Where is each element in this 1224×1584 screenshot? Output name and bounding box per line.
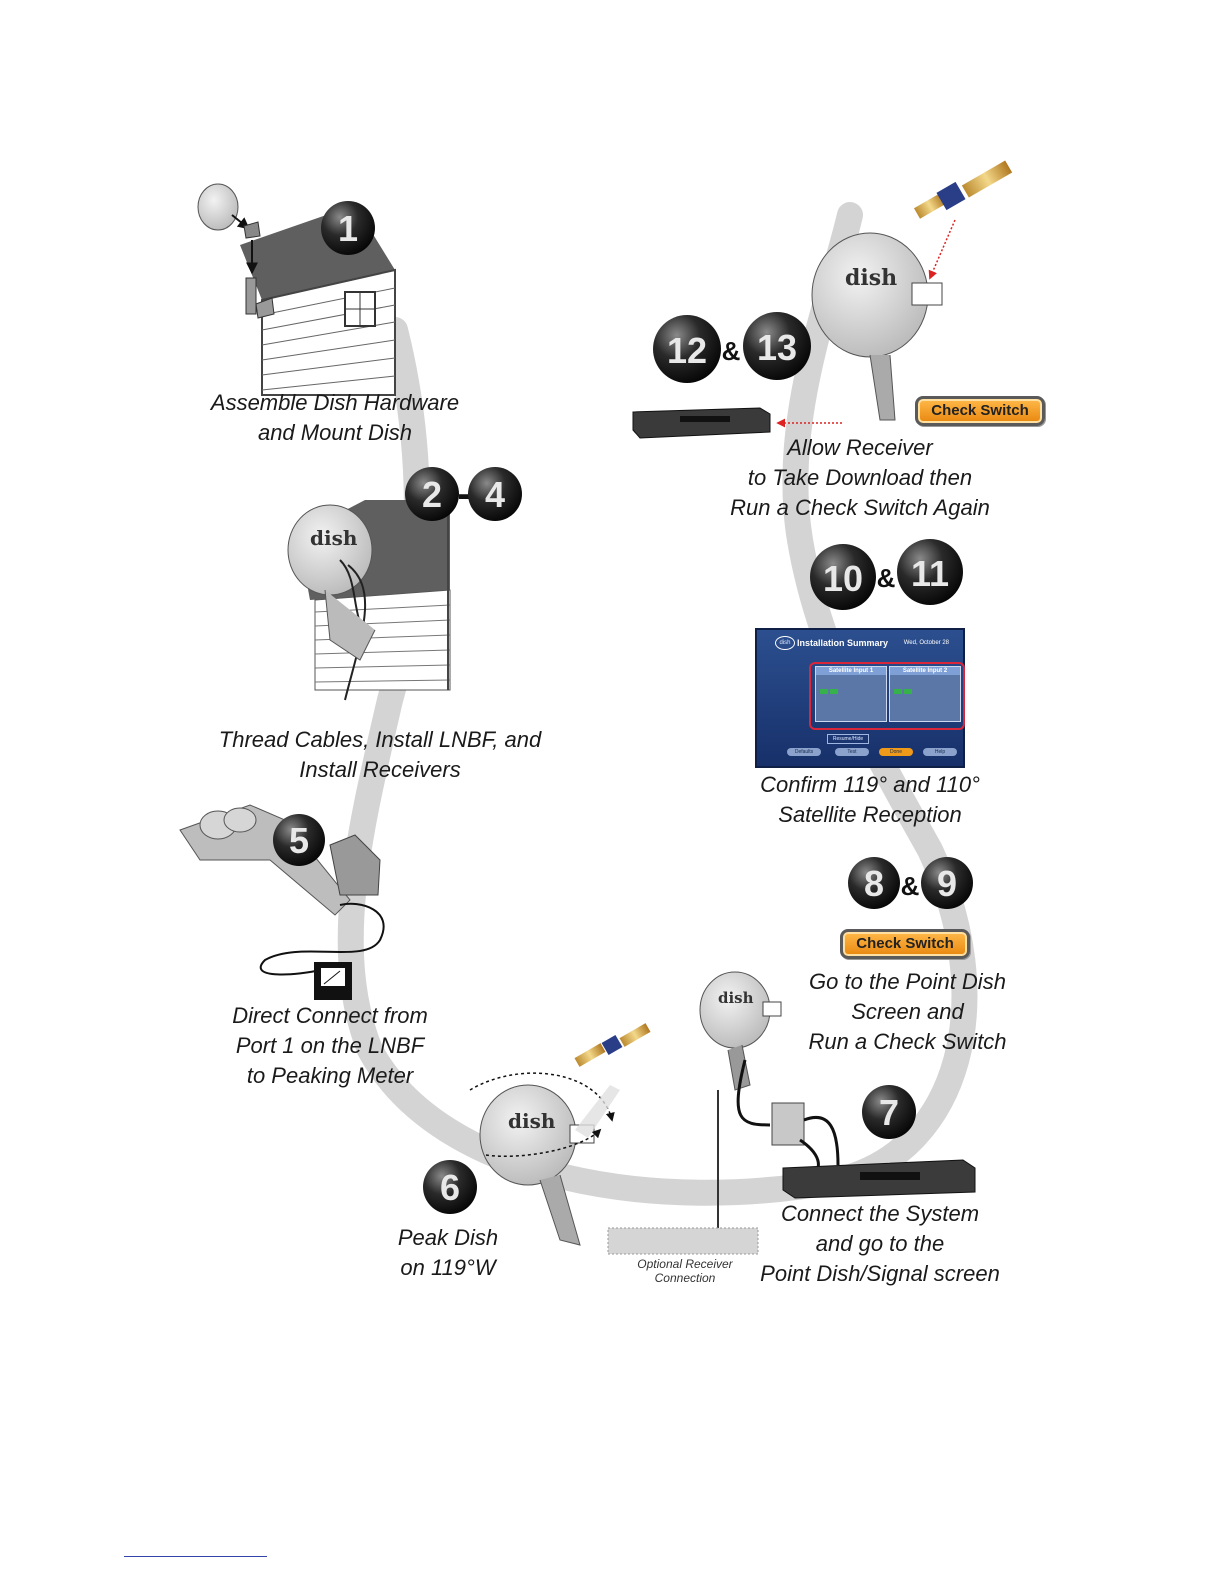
svg-text:5: 5 [289,820,309,861]
caption-step10-11: Confirm 119° and 110°Satellite Reception [760,772,980,827]
step-badge-7: 7 [862,1085,916,1139]
receiver12 [632,407,771,439]
svg-text:dish: dish [845,265,897,291]
step-badge-5: 5 [273,814,325,866]
highlight-box [809,662,965,730]
svg-text:-: - [457,472,470,516]
svg-text:&: & [722,336,741,366]
step6-dish-illustration: dish [469,1023,651,1246]
svg-text:&: & [877,563,896,593]
dish12 [811,232,929,358]
check-switch-button-top[interactable]: Check Switch [915,396,1045,426]
svg-text:dish: dish [508,1109,556,1133]
check-switch-button-mid[interactable]: Check Switch [840,929,970,959]
satellite-input-2-table: Satellite Input 2 [889,666,961,722]
satellite-large [914,160,1013,219]
svg-text:10: 10 [823,558,863,599]
optional-receiver [607,1227,759,1255]
splitter [771,1102,805,1146]
dish7 [699,971,771,1049]
svg-text:&: & [901,871,920,901]
summary-button-test[interactable]: Test [835,748,869,756]
badge-1-num: 1 [338,208,358,249]
svg-text:4: 4 [485,474,505,515]
svg-text:6: 6 [440,1167,460,1208]
step-badge-8-9: 8 & 9 [848,857,973,909]
step5-meter-illustration [179,804,385,1000]
step-badge-2-4: 2 - 4 [405,467,522,521]
summary-date: Wed, October 28 [903,640,949,646]
step-badge-1: 1 [321,201,375,255]
installation-summary-screen: dish Installation Summary Wed, October 2… [755,628,965,768]
step-badge-12-13: 12 & 13 [653,312,811,383]
dish2 [287,504,373,596]
satellite-input-1-table: Satellite Input 1 [815,666,887,722]
summary-button-defaults[interactable]: Defaults [787,748,821,756]
summary-mid-button[interactable]: Resume/Hide [827,734,869,744]
svg-text:7: 7 [879,1092,899,1133]
dish6 [479,1084,577,1186]
svg-text:9: 9 [937,863,957,904]
svg-text:dish: dish [310,526,358,550]
small-dish [197,183,239,231]
summary-button-done[interactable]: Done [879,748,913,756]
step-badge-10-11: 10 & 11 [810,539,963,610]
step2-4-house-illustration: dish [287,500,451,701]
step7-system-illustration: dish [607,971,976,1255]
step12-13-illustration: dish [632,160,1013,439]
svg-text:dish: dish [718,989,754,1007]
svg-text:8: 8 [864,863,884,904]
footnote-rule [124,1556,267,1557]
step-badge-6: 6 [423,1160,477,1214]
dish-logo-icon: dish [775,636,795,650]
summary-title: Installation Summary [797,638,889,648]
svg-text:2: 2 [422,474,442,515]
svg-text:11: 11 [911,553,949,594]
satellite-small [574,1023,651,1067]
svg-text:13: 13 [757,327,797,368]
summary-button-help[interactable]: Help [923,748,957,756]
svg-text:12: 12 [667,330,707,371]
